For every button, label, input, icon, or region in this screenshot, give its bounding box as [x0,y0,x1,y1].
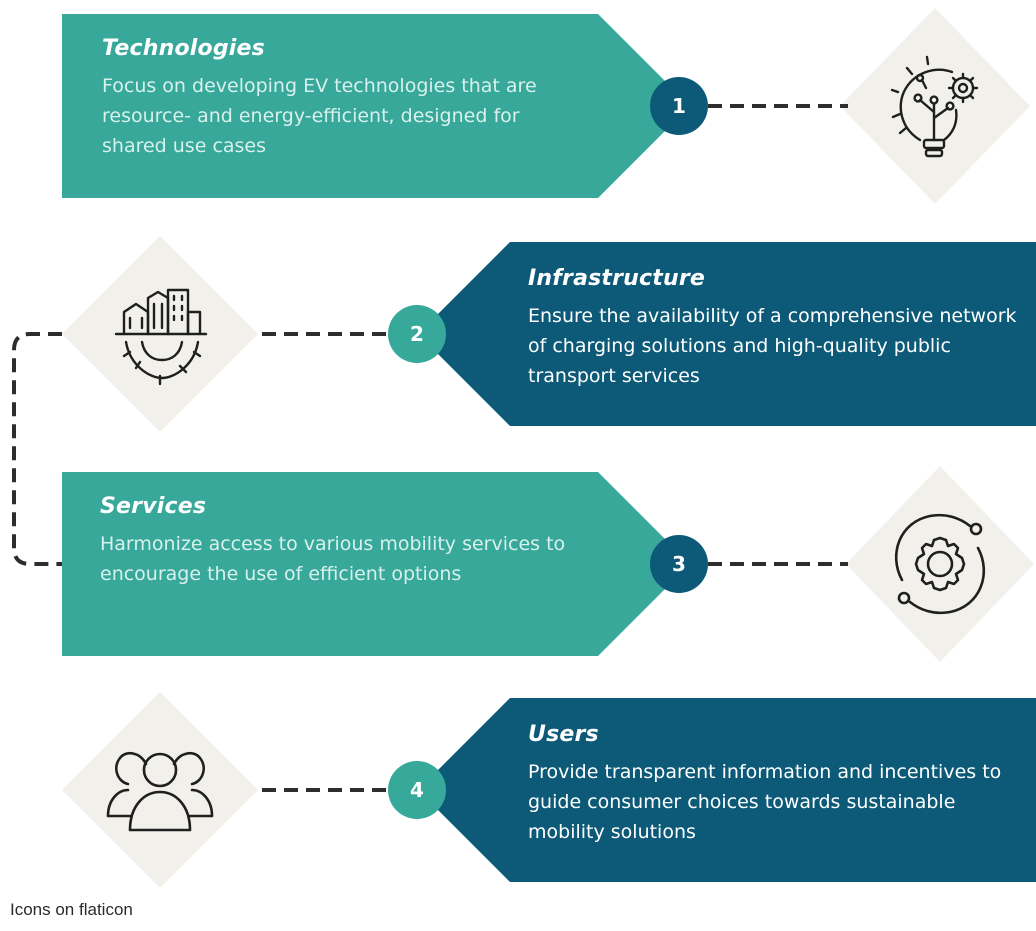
step-title: Services [100,494,207,519]
diamond-3 [846,466,1034,662]
step-number-badge: 2 [388,305,446,363]
shape-services [62,472,690,656]
step-services: Services Harmonize access to various mob… [100,494,570,589]
step-title: Infrastructure [528,266,706,291]
icon-credit: Icons on flaticon [10,900,133,919]
shape-technologies [62,14,690,198]
step-infrastructure: Infrastructure Ensure the availability o… [528,266,1018,391]
step-description: Harmonize access to various mobility ser… [100,533,566,585]
step-technologies: Technologies Focus on developing EV tech… [102,36,582,161]
users-group-icon [106,751,214,832]
diamond-4 [62,692,258,888]
connector-loop [12,332,62,566]
shape-users [418,698,1036,882]
city-gear-icon [114,288,208,386]
step-number-badge: 3 [650,535,708,593]
gear-orbit-icon [894,513,986,615]
step-title: Users [528,722,599,747]
lightbulb-gear-icon [890,55,979,158]
step-description: Ensure the availability of a comprehensi… [528,305,1017,387]
step-description: Provide transparent information and ince… [528,761,1002,843]
shape-infrastructure [418,242,1036,426]
step-title: Technologies [102,36,265,61]
step-number-badge: 1 [650,77,708,135]
step-number-badge: 4 [388,761,446,819]
step-description: Focus on developing EV technologies that… [102,75,537,157]
step-users: Users Provide transparent information an… [528,722,1018,847]
